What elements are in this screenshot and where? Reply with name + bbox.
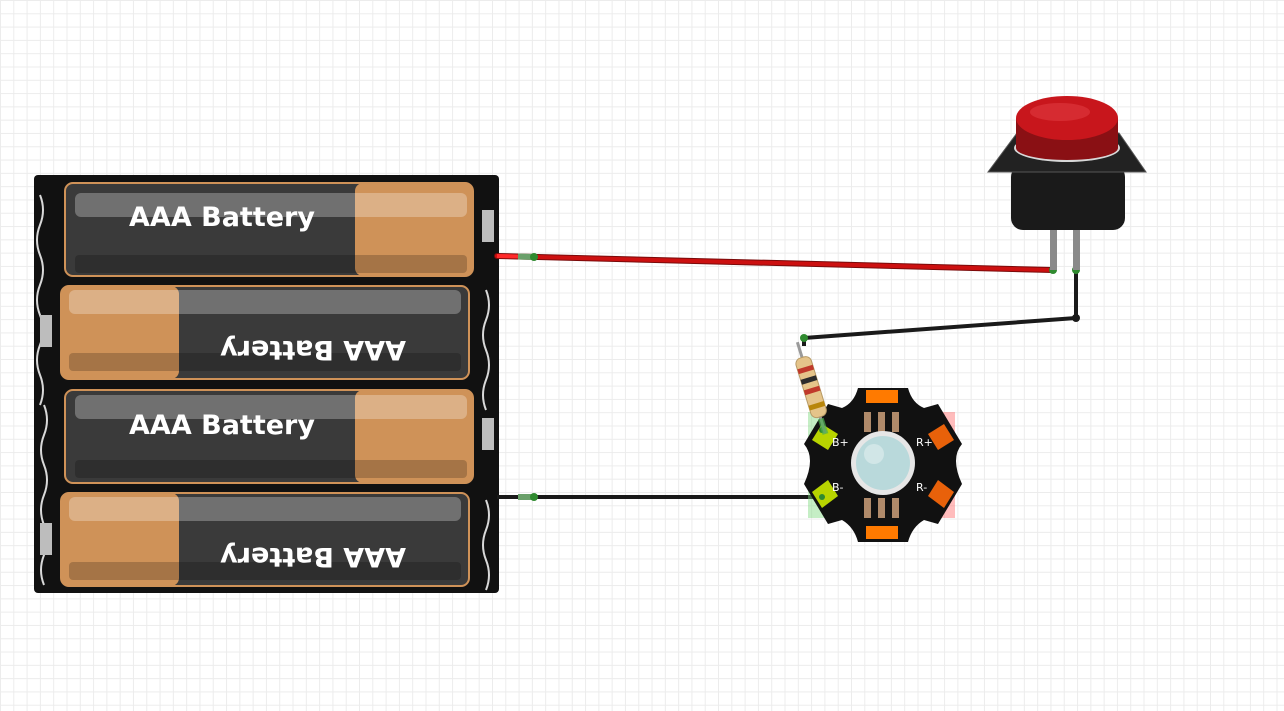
led-pad-b-minus — [812, 480, 838, 508]
led-trace — [892, 412, 899, 432]
resistor-band — [800, 375, 818, 385]
battery-cap — [355, 183, 473, 276]
resistor-lead-highlight — [817, 417, 829, 435]
resistor-band — [808, 401, 826, 411]
resistor-band — [803, 385, 821, 396]
battery-spring-left-top — [36, 194, 44, 406]
led-trace — [892, 498, 899, 518]
battery-cell-3: AAA Battery — [64, 389, 474, 484]
resistor-band — [797, 364, 815, 375]
battery-cap — [61, 286, 179, 379]
rgb-led-star[interactable]: B+ B- R+ R- — [804, 388, 962, 542]
led-label-r-minus: R- — [916, 481, 927, 494]
wire-endpoint[interactable] — [800, 334, 808, 342]
battery-cell-label: AAA Battery — [129, 410, 315, 441]
led-pad-r-minus — [928, 480, 954, 508]
battery-cell-1: AAA Battery — [64, 182, 474, 277]
wire-battery-negative-to-led[interactable] — [497, 493, 826, 501]
led-trace — [878, 412, 885, 432]
battery-pack[interactable]: AAA Battery AAA Battery AAA Battery AAA … — [34, 175, 499, 593]
button-cap-bottom — [1016, 136, 1118, 160]
led-trace — [878, 498, 885, 518]
button-cap-highlight — [1030, 103, 1090, 121]
battery-contact-tab — [482, 418, 494, 450]
wire-battery-positive-to-button[interactable] — [494, 253, 1057, 274]
resistor[interactable] — [790, 340, 833, 436]
battery-spring-right-bottom — [482, 499, 490, 591]
wire-bend-point[interactable] — [1072, 314, 1080, 322]
button-leg — [1050, 228, 1057, 270]
led-label-r-plus: R+ — [916, 436, 933, 449]
button-leg — [1073, 228, 1080, 270]
led-pin-endpoint[interactable] — [819, 494, 825, 500]
wire-button-to-resistor[interactable] — [800, 266, 1080, 346]
wire-endpoint[interactable] — [530, 493, 538, 501]
led-label-b-minus: B- — [832, 481, 844, 494]
battery-contact-tab — [40, 315, 52, 347]
battery-spring-right-top — [482, 289, 490, 411]
led-pad-b-plus — [812, 424, 838, 450]
led-trace — [864, 412, 871, 432]
battery-cap — [61, 493, 179, 586]
led-pad-r-plus — [928, 424, 954, 450]
battery-holder — [34, 175, 499, 593]
battery-cap — [355, 390, 473, 483]
battery-cell-label: AAA Battery — [220, 541, 406, 572]
battery-cell-label: AAA Battery — [129, 202, 315, 233]
led-lens-highlight — [864, 444, 884, 464]
battery-cell-4: AAA Battery — [60, 492, 470, 587]
led-lens — [856, 436, 910, 490]
battery-contact-tab — [482, 210, 494, 242]
battery-contact-tab — [40, 523, 52, 555]
led-pad — [866, 390, 898, 403]
led-label-b-plus: B+ — [832, 436, 849, 449]
battery-cell-label: AAA Battery — [220, 334, 406, 365]
battery-cell-2: AAA Battery — [60, 285, 470, 380]
push-button[interactable] — [987, 96, 1147, 270]
led-pad — [866, 526, 898, 539]
led-trace — [864, 498, 871, 518]
wire-endpoint[interactable] — [530, 253, 538, 261]
button-body — [1011, 165, 1125, 230]
